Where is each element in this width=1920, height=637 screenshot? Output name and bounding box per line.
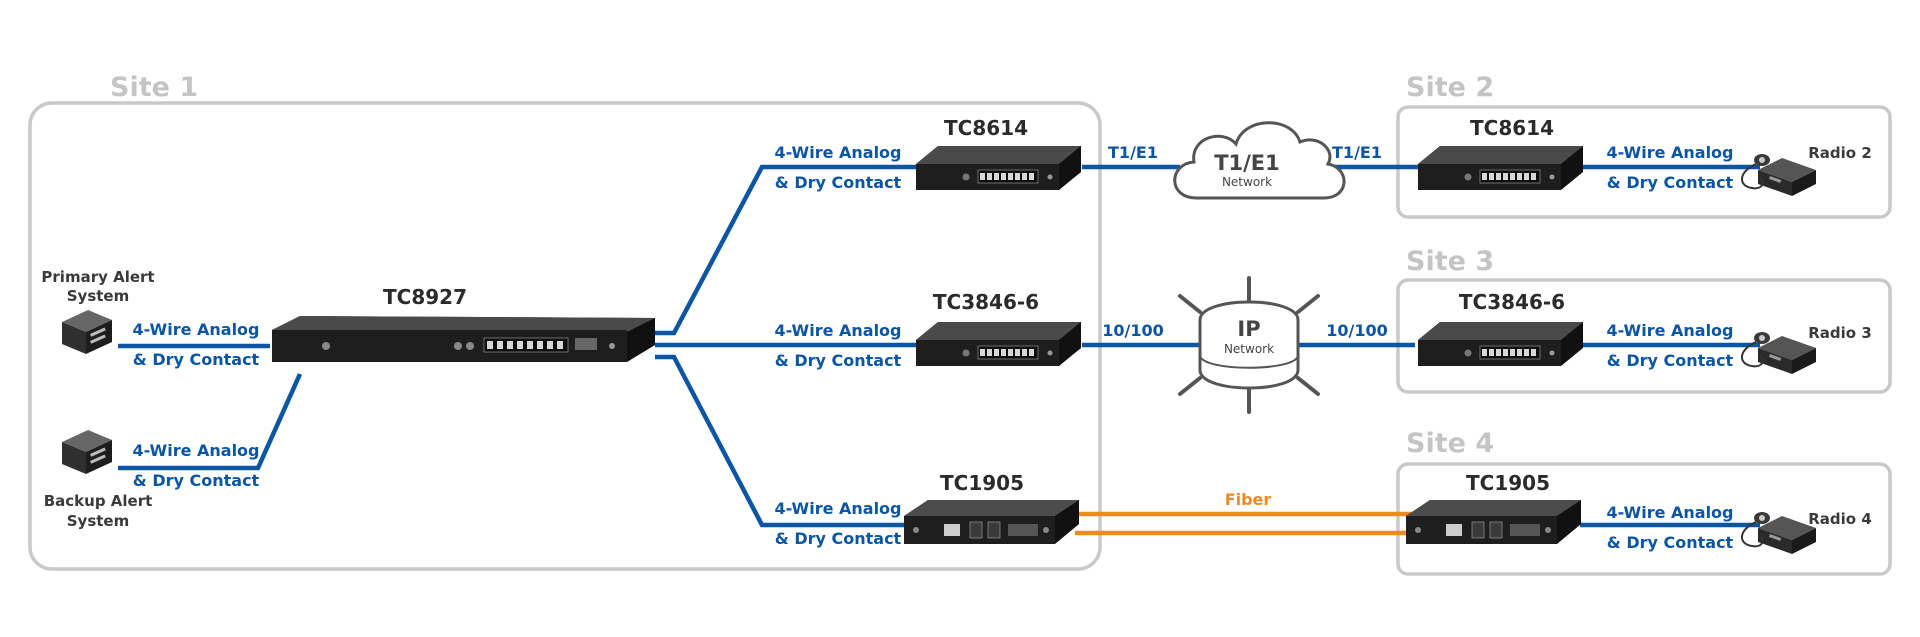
fiber-link-label: Fiber [1225, 490, 1272, 509]
radio-3-label: Radio 3 [1808, 324, 1872, 342]
site-2-title: Site 2 [1406, 72, 1494, 103]
site-3-title: Site 3 [1406, 246, 1494, 277]
t1e1-link-label-right: T1/E1 [1332, 143, 1382, 162]
tc8927-title: TC8927 [383, 285, 467, 309]
tc8614-site1-title: TC8614 [944, 116, 1028, 140]
backup-link-analog-label: 4-Wire Analog [133, 441, 260, 460]
s4-analog-label: 4-Wire Analog [1607, 503, 1734, 522]
s1-mid-dry-label: & Dry Contact [775, 351, 902, 370]
tc8614-site1-device-icon [915, 145, 1082, 191]
s1-bot-analog-label: 4-Wire Analog [775, 499, 902, 518]
s1-top-analog-label: 4-Wire Analog [775, 143, 902, 162]
s2-dry-label: & Dry Contact [1607, 173, 1734, 192]
tc8614-site2-title: TC8614 [1470, 116, 1554, 140]
site-4-title: Site 4 [1406, 428, 1494, 459]
s4-dry-label: & Dry Contact [1607, 533, 1734, 552]
t1e1-network-sub: Network [1222, 175, 1272, 189]
connection-lines [118, 164, 1760, 536]
radio-2-icon [1740, 153, 1817, 197]
tc3846-6-site1-device-icon [915, 321, 1082, 367]
t1e1-link-label-left: T1/E1 [1108, 143, 1158, 162]
radio-3-icon [1740, 331, 1817, 375]
backup-alert-system-icon [62, 430, 112, 474]
radio-2-label: Radio 2 [1808, 144, 1872, 162]
s1-mid-analog-label: 4-Wire Analog [775, 321, 902, 340]
site-1-title: Site 1 [110, 72, 198, 103]
tc1905-site4-device-icon [1405, 499, 1582, 545]
backup-alert-label-1: Backup Alert [44, 492, 153, 510]
primary-link-analog-label: 4-Wire Analog [133, 320, 260, 339]
primary-alert-label-2: System [67, 287, 129, 305]
radio-4-icon [1740, 511, 1817, 555]
eth-link-label-left: 10/100 [1102, 321, 1164, 340]
tc1905-site1-device-icon [903, 499, 1080, 545]
ip-network-title: IP [1237, 317, 1260, 341]
primary-link-dry-label: & Dry Contact [133, 350, 260, 369]
s1-bot-dry-label: & Dry Contact [775, 529, 902, 548]
primary-alert-system-icon [62, 310, 112, 354]
s3-analog-label: 4-Wire Analog [1607, 321, 1734, 340]
s1-top-dry-label: & Dry Contact [775, 173, 902, 192]
ip-network-icon [1178, 276, 1320, 414]
site-2-box [1396, 105, 1892, 219]
site-4-box [1396, 462, 1892, 576]
ip-network-sub: Network [1224, 342, 1274, 356]
tc8927-device-icon [272, 316, 655, 362]
tc1905-site4-title: TC1905 [1466, 471, 1550, 495]
t1e1-network-title: T1/E1 [1214, 151, 1280, 175]
tc1905-site1-title: TC1905 [940, 471, 1024, 495]
backup-link-dry-label: & Dry Contact [133, 471, 260, 490]
s2-analog-label: 4-Wire Analog [1607, 143, 1734, 162]
site-1-box [28, 101, 1102, 571]
tc8614-site2-device-icon [1417, 145, 1584, 191]
backup-alert-label-2: System [67, 512, 129, 530]
tc3846-6-site3-title: TC3846-6 [1459, 290, 1565, 314]
eth-link-label-right: 10/100 [1326, 321, 1388, 340]
primary-alert-label-1: Primary Alert [41, 268, 154, 286]
s3-dry-label: & Dry Contact [1607, 351, 1734, 370]
radio-4-label: Radio 4 [1808, 510, 1872, 528]
tc3846-6-site3-device-icon [1417, 321, 1584, 367]
tc3846-6-site1-title: TC3846-6 [933, 290, 1039, 314]
site-3-box [1396, 278, 1892, 394]
t1e1-network-cloud-icon [1173, 121, 1346, 200]
